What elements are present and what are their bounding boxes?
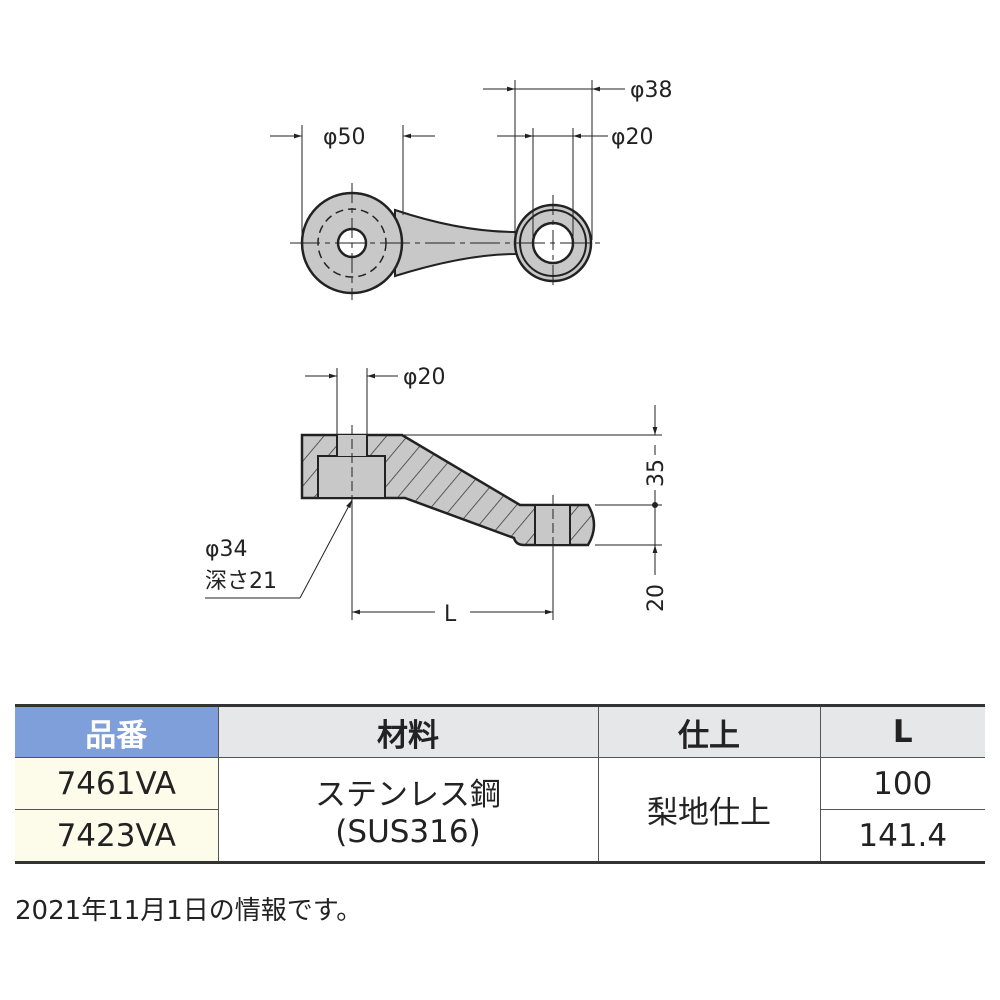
dim-bore-dia: φ20 — [403, 365, 446, 390]
material-line1: ステンレス鋼 — [315, 777, 501, 813]
header-material: 材料 — [217, 705, 599, 758]
info-date-note: 2021年11月1日の情報です。 — [15, 896, 363, 926]
technical-drawing: φ50 φ38 φ20 φ20 35 20 L φ34 深さ21 — [205, 78, 673, 627]
part-number: 7461VA — [15, 757, 219, 810]
spec-table: 品番 材料 仕上 L 7461VA ステンレス鋼(SUS316) 梨地仕上 10… — [15, 704, 985, 864]
material-cell: ステンレス鋼(SUS316) — [217, 757, 599, 863]
top-view — [270, 80, 625, 300]
dim-height: 35 — [644, 459, 669, 487]
length-value: 100 — [819, 757, 985, 810]
side-view — [205, 368, 662, 620]
dim-thickness: 20 — [644, 584, 669, 612]
header-length: L — [819, 705, 985, 758]
table-header-row: 品番 材料 仕上 L — [15, 705, 985, 758]
dim-length: L — [444, 602, 457, 627]
dim-big-dia: φ50 — [323, 125, 366, 150]
table-row: 7423VA 141.4 — [15, 809, 985, 863]
part-number: 7423VA — [15, 809, 219, 863]
header-part-number: 品番 — [15, 705, 219, 758]
finish-cell: 梨地仕上 — [597, 757, 821, 863]
pocket-depth: 深さ21 — [205, 569, 277, 594]
dim-ring-dia: φ38 — [630, 78, 673, 103]
dim-hole-dia: φ20 — [611, 125, 654, 150]
pocket-dia: φ34 — [205, 537, 248, 562]
length-value: 141.4 — [819, 809, 985, 863]
material-line2: (SUS316) — [335, 814, 481, 850]
table-row: 7461VA ステンレス鋼(SUS316) 梨地仕上 100 — [15, 757, 985, 863]
header-finish: 仕上 — [597, 705, 821, 758]
